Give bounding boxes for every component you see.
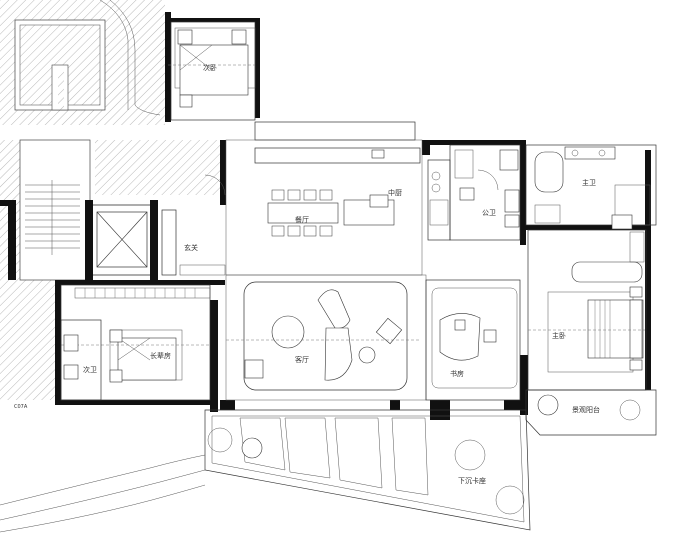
study: 书房 bbox=[425, 279, 521, 401]
room-label-kitchen: 中厨 bbox=[388, 188, 402, 197]
second-bedroom: 次卧 bbox=[168, 21, 256, 121]
dining-kitchen: 餐厅 中厨 玄关 bbox=[161, 121, 451, 276]
hatched-exterior bbox=[0, 0, 220, 400]
room-label-public-bath: 公卫 bbox=[482, 209, 496, 217]
master-bedroom: 主卧 bbox=[527, 229, 647, 391]
room-label-view-balcony: 景观阳台 bbox=[572, 405, 600, 414]
room-label-sunken-courtyard: 下沉卡座 bbox=[458, 476, 486, 485]
stair-core bbox=[19, 139, 156, 281]
elder-bedroom: 长辈房 次卫 C07A bbox=[14, 284, 211, 410]
view-balcony: 景观阳台 bbox=[525, 389, 657, 436]
marker-code: C07A bbox=[14, 404, 28, 410]
living-room: 客厅 bbox=[225, 274, 427, 401]
walls bbox=[0, 12, 651, 420]
public-bath: 公卫 bbox=[449, 144, 521, 241]
room-label-secondary-bath: 次卫 bbox=[83, 365, 97, 374]
room-label-foyer: 玄关 bbox=[184, 243, 198, 252]
room-label-living: 客厅 bbox=[295, 355, 309, 364]
room-label-study: 书房 bbox=[450, 369, 464, 378]
room-label-dining: 餐厅 bbox=[295, 215, 309, 224]
master-bath: 主卫 bbox=[525, 144, 657, 230]
room-label-master-bath: 主卫 bbox=[582, 178, 596, 187]
room-label-master-bedroom: 主卧 bbox=[552, 331, 566, 340]
room-label-second-bedroom: 次卧 bbox=[203, 63, 217, 72]
room-label-elder-bedroom: 长辈房 bbox=[150, 351, 171, 360]
sunken-courtyard: 下沉卡座 bbox=[204, 409, 531, 531]
garden-paths bbox=[0, 454, 206, 533]
